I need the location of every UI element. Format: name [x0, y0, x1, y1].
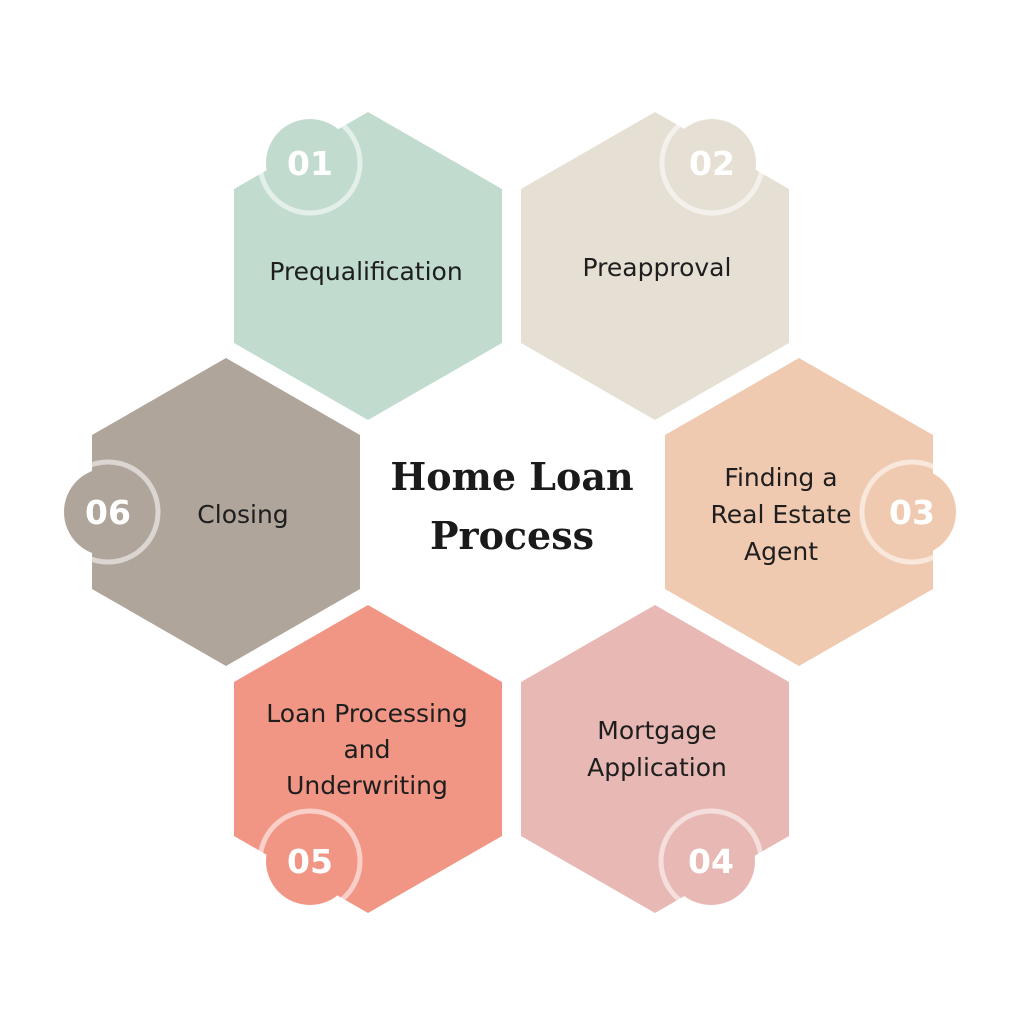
step-01: 01 Prequalification	[234, 110, 502, 420]
step-06: 06 Closing	[55, 358, 360, 666]
step-03-hexagon	[665, 358, 933, 666]
step-03-badge-ring	[859, 459, 965, 565]
step-01-badge	[266, 119, 354, 207]
step-03-label-line-1: Finding a	[724, 463, 837, 492]
step-03-label-line-3: Agent	[744, 537, 818, 566]
step-02-label: Preapproval	[583, 253, 732, 282]
step-01-badge-ring	[257, 110, 363, 216]
step-04-number: 04	[688, 842, 734, 881]
title-line-2: Process	[430, 513, 594, 558]
step-05-label-line-2: and	[343, 735, 390, 764]
title-line-1: Home Loan	[390, 454, 633, 499]
step-06-number: 06	[85, 493, 131, 532]
step-05-badge-ring	[257, 808, 363, 914]
step-05-number: 05	[287, 842, 333, 881]
step-03-label-line-2: Real Estate	[711, 500, 852, 529]
step-03-number: 03	[889, 493, 935, 532]
step-02: 02 Preapproval	[521, 110, 789, 420]
step-01-label: Prequalification	[269, 257, 462, 286]
step-02-badge-ring	[659, 110, 765, 216]
step-01-number: 01	[287, 144, 333, 183]
step-03: 03 Finding a Real Estate Agent	[665, 358, 965, 666]
step-06-hexagon	[92, 358, 360, 666]
step-04-label-line-1: Mortgage	[597, 716, 716, 745]
step-02-number: 02	[689, 144, 735, 183]
diagram-title: Home Loan Process	[390, 454, 633, 558]
step-06-badge-ring	[55, 459, 161, 565]
step-04: 04 Mortgage Application	[521, 605, 789, 914]
step-05-badge	[266, 817, 354, 905]
step-05-label-line-1: Loan Processing	[266, 699, 467, 728]
step-05-label-line-3: Underwriting	[286, 771, 448, 800]
step-03-badge	[868, 468, 956, 556]
step-06-badge	[64, 468, 152, 556]
step-04-badge-ring	[658, 808, 764, 914]
step-04-label-line-2: Application	[587, 753, 727, 782]
step-05: 05 Loan Processing and Underwriting	[234, 605, 502, 914]
step-06-label: Closing	[197, 500, 288, 529]
step-02-badge	[668, 119, 756, 207]
step-04-badge	[667, 817, 755, 905]
